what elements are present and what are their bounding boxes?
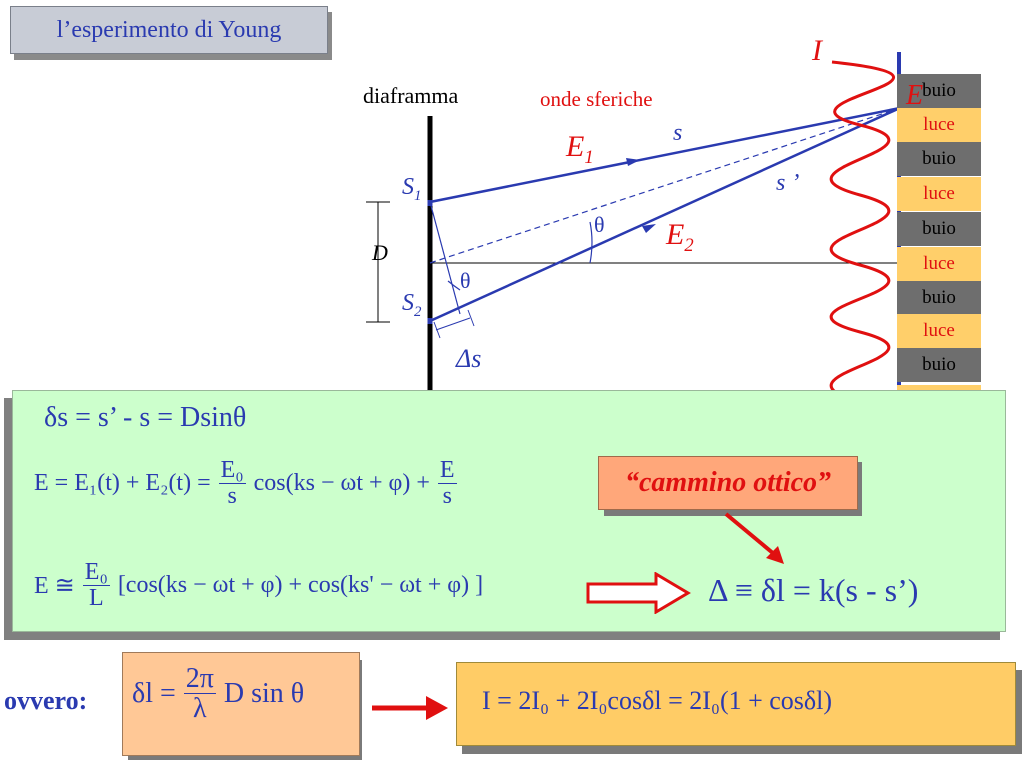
label-e2: E2 — [666, 218, 694, 256]
label-d: D — [372, 240, 388, 265]
delta-s-tick-b — [467, 309, 475, 327]
slide-title: l’esperimento di Young — [10, 6, 328, 54]
label-delta-s: Δs — [456, 344, 482, 373]
label-theta-left: θ — [460, 268, 471, 293]
screen-strip: buio — [897, 281, 981, 315]
screen-strip: luce — [897, 247, 981, 281]
label-e1: E1 — [566, 130, 594, 168]
arrow-e2 — [642, 224, 656, 233]
equation-path-difference: δs = s’ - s = Dsinθ — [44, 402, 247, 433]
delta-s-tick-a — [433, 321, 441, 339]
screen-strip: buio — [897, 142, 981, 176]
label-s2: S2 — [402, 290, 422, 320]
label-s1: S1 — [402, 174, 422, 204]
callout-arrow — [724, 512, 784, 564]
screen-strip: luce — [897, 177, 981, 211]
ray-center — [429, 107, 901, 264]
label-theta-right: θ — [594, 212, 605, 237]
screen-strip: buio — [897, 348, 981, 382]
label-onde-sferiche: onde sferiche — [540, 87, 653, 111]
label-s: s — [673, 120, 683, 146]
implies-arrow — [586, 572, 691, 614]
intensity-formula-box — [456, 662, 1016, 746]
phase-formula-box — [122, 652, 360, 756]
screen-strip: luce — [897, 108, 981, 142]
result-arrow — [372, 696, 448, 720]
screen-strip: buio — [897, 74, 981, 108]
ray-s — [429, 106, 901, 204]
label-s-prime: s ’ — [776, 170, 800, 196]
screen-strip: buio — [897, 212, 981, 246]
ray-s-prime — [429, 106, 901, 323]
equation-intensity: I = 2I₀ + 2I₀cosδl = 2I₀(1 + cosδl) — [482, 686, 833, 715]
arrow-e1 — [626, 158, 640, 166]
label-diaframma: diaframma — [363, 83, 459, 108]
label-intensity: I — [812, 34, 822, 67]
screen-strip: luce — [897, 314, 981, 348]
theta-arc-right — [589, 221, 593, 264]
delta-s-line — [435, 317, 471, 331]
path-difference-perpendicular — [429, 201, 461, 315]
theta-arc-left — [447, 280, 461, 291]
callout-cammino-ottico: “cammino ottico” — [598, 456, 858, 510]
equation-optical-path: Δ ≡ δl = k(s - s’) — [708, 572, 919, 608]
label-ovvero: ovvero: — [4, 686, 88, 715]
label-e-screen: E — [906, 80, 924, 111]
